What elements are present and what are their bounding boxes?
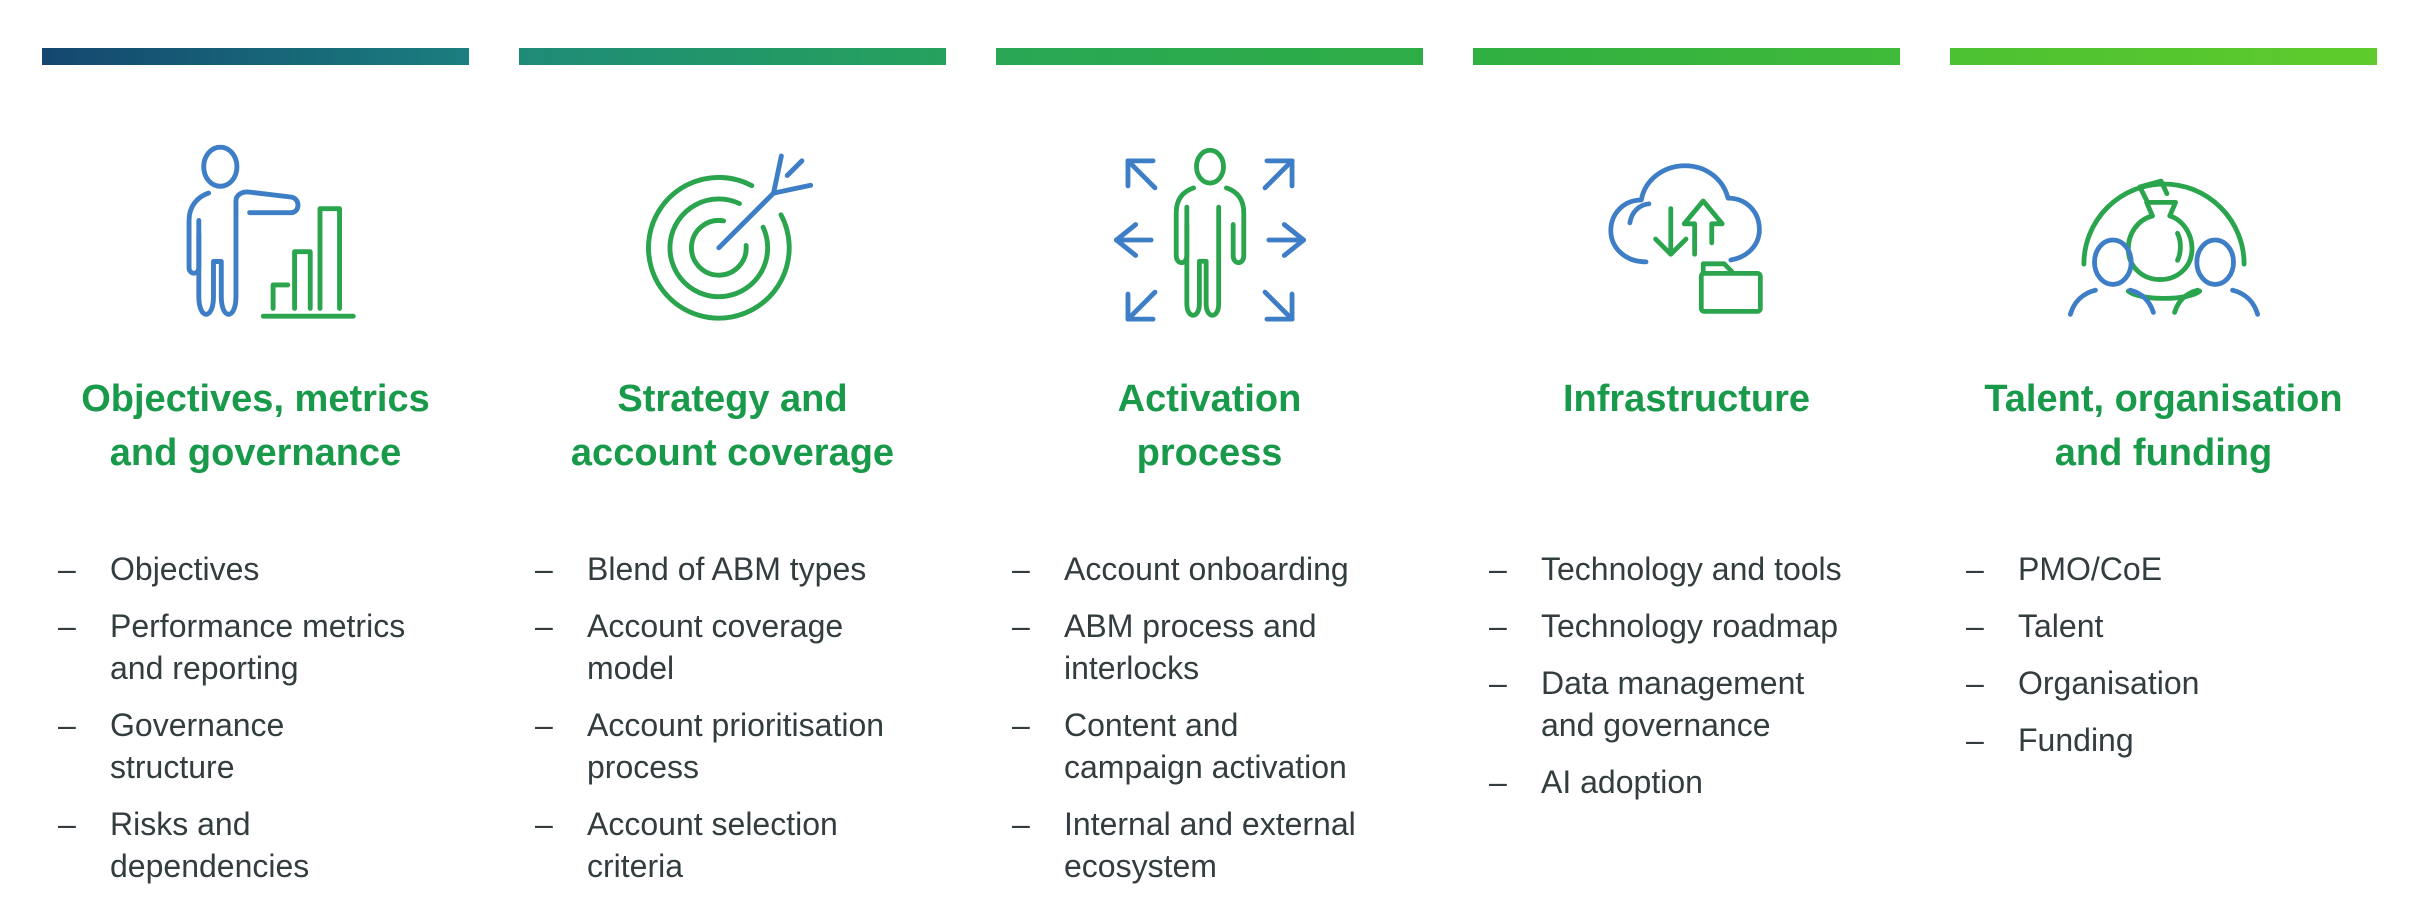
pillar-title: Objectives, metrics and governance [81,378,430,474]
presenter-bar-chart-icon [42,140,469,340]
list-item-text: Talent [2018,608,2104,644]
accent-bar [519,48,946,65]
target-dart-icon [646,153,814,321]
list-item-text: Account prioritisation process [587,707,885,785]
accent-bar [996,48,1423,65]
dash-bullet: – [1012,608,1030,644]
dash-bullet: – [1489,551,1507,587]
pillar-column-activation-process: Activation process –Account onboarding –… [996,48,1423,924]
list-item-text: Organisation [2018,665,2200,701]
list-item: –ABM process and interlocks [996,605,1423,689]
person-outward-arrows-icon [996,140,1423,340]
list-item-text: Performance metrics and reporting [110,608,406,686]
list-item: –Account onboarding [996,548,1423,590]
pillar-item-list: –Account onboarding –ABM process and int… [996,548,1423,902]
list-item: –Funding [1950,719,2377,761]
list-item-text: Risks and dependencies [110,806,310,884]
list-item-text: PMO/CoE [2018,551,2163,587]
pillar-item-list: –PMO/CoE –Talent –Organisation –Funding [1950,548,2377,776]
pillar-column-strategy-account-coverage: Strategy and account coverage –Blend of … [519,48,946,924]
dash-bullet: – [535,608,553,644]
pillar-title: Infrastructure [1562,378,1811,420]
pillar-column-objectives-metrics-governance: Objectives, metrics and governance –Obje… [42,48,469,924]
pillar-item-list: –Technology and tools –Technology roadma… [1473,548,1900,818]
list-item-text: Funding [2018,722,2134,758]
list-item-text: Account coverage model [587,608,844,686]
list-item: –Objectives [42,548,469,590]
dash-bullet: – [58,707,76,743]
list-item: –Account prioritisation process [519,704,946,788]
dash-bullet: – [58,551,76,587]
list-item-text: AI adoption [1541,764,1703,800]
person-outward-arrows-icon [1113,147,1306,322]
cloud-sync-folder-icon [1607,163,1763,314]
accent-bar [42,48,469,65]
accent-bar [1473,48,1900,65]
list-item-text: ABM process and interlocks [1064,608,1317,686]
pillar-title: Talent, organisation and funding [1984,378,2343,474]
list-item: –Technology and tools [1473,548,1900,590]
list-item: –Account selection criteria [519,803,946,887]
list-item: –Talent [1950,605,2377,647]
accent-bar [1950,48,2377,65]
presenter-bar-chart-icon [186,144,356,319]
list-item-text: Governance structure [110,707,285,785]
pillar-item-list: –Objectives –Performance metrics and rep… [42,548,469,902]
list-item-text: Objectives [110,551,260,587]
dash-bullet: – [1489,608,1507,644]
list-item-text: Content and campaign activation [1064,707,1347,785]
list-item-text: Blend of ABM types [587,551,867,587]
dash-bullet: – [1489,764,1507,800]
dash-bullet: – [535,806,553,842]
list-item: –Technology roadmap [1473,605,1900,647]
dash-bullet: – [1966,551,1984,587]
pillar-title: Strategy and account coverage [570,378,895,474]
pillar-column-talent-organisation-funding: Talent, organisation and funding –PMO/Co… [1950,48,2377,924]
dash-bullet: – [58,806,76,842]
list-item: –Data management and governance [1473,662,1900,746]
dash-bullet: – [1966,665,1984,701]
list-item-text: Data management and governance [1541,665,1805,743]
pillar-title: Activation process [1117,378,1302,474]
list-item: –PMO/CoE [1950,548,2377,590]
dash-bullet: – [1966,722,1984,758]
list-item-text: Internal and external ecosystem [1064,806,1356,884]
list-item-text: Account onboarding [1064,551,1349,587]
list-item-text: Technology roadmap [1541,608,1839,644]
list-item: –Governance structure [42,704,469,788]
list-item: –Content and campaign activation [996,704,1423,788]
team-money-bag-icon [2067,178,2260,317]
dash-bullet: – [1012,707,1030,743]
pillar-column-infrastructure: Infrastructure –Technology and tools –Te… [1473,48,1900,924]
list-item: –Organisation [1950,662,2377,704]
dash-bullet: – [1012,551,1030,587]
team-money-bag-icon [1950,140,2377,340]
list-item-text: Technology and tools [1541,551,1842,587]
dash-bullet: – [535,551,553,587]
dash-bullet: – [58,608,76,644]
list-item: –Risks and dependencies [42,803,469,887]
list-item-text: Account selection criteria [587,806,838,884]
dash-bullet: – [1012,806,1030,842]
cloud-sync-folder-icon [1473,140,1900,340]
list-item: –Internal and external ecosystem [996,803,1423,887]
list-item: –Account coverage model [519,605,946,689]
list-item: –Blend of ABM types [519,548,946,590]
target-dart-icon [519,140,946,340]
pillar-item-list: –Blend of ABM types –Account coverage mo… [519,548,946,902]
dash-bullet: – [1489,665,1507,701]
dash-bullet: – [1966,608,1984,644]
list-item: –AI adoption [1473,761,1900,803]
dash-bullet: – [535,707,553,743]
list-item: –Performance metrics and reporting [42,605,469,689]
